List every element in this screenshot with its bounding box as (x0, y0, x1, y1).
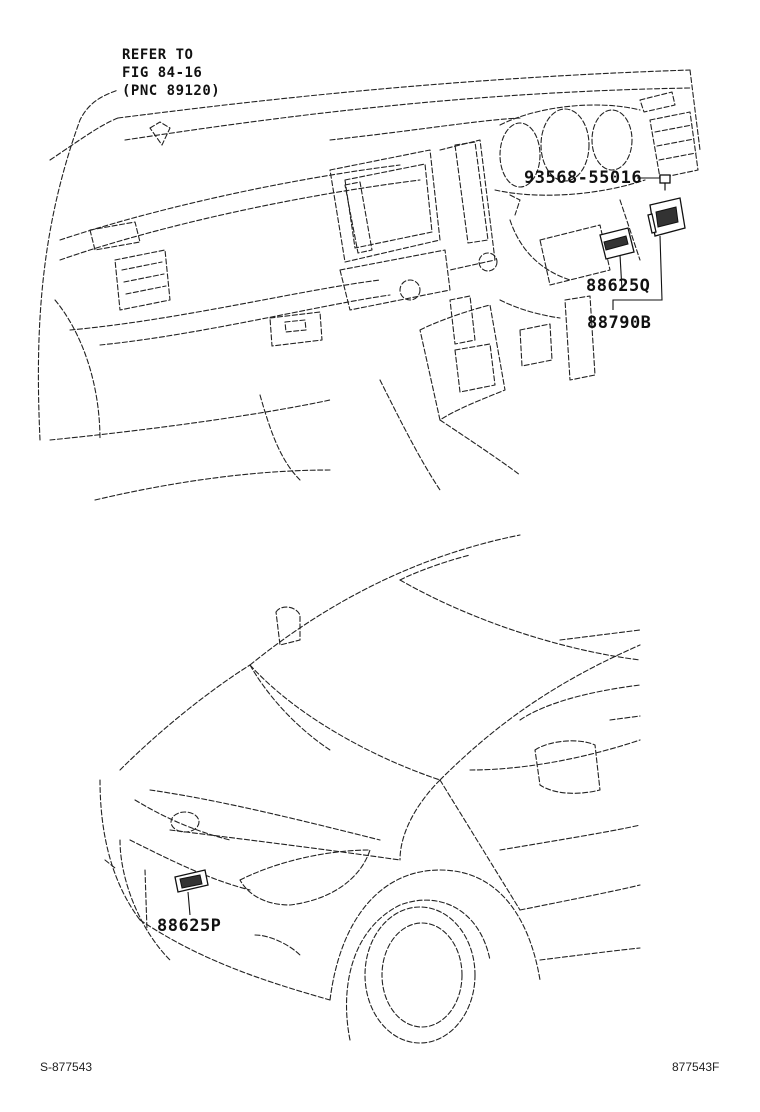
vehicle-drawing (99, 534, 641, 1044)
refer-note-line2: FIG 84-16 (122, 65, 203, 81)
leader-lines-bottom (187, 891, 191, 916)
refer-note-line1: REFER TO (122, 47, 194, 63)
sensor-front-part-illustration (174, 869, 209, 893)
part-number-amplifier[interactable]: 88790B (587, 313, 652, 333)
footer-right-code: 877543F (672, 1060, 720, 1074)
amplifier-part-illustration (647, 197, 686, 237)
refer-note-line3: (PNC 89120) (122, 83, 221, 99)
dashboard-drawing (37, 69, 701, 501)
part-number-bolt[interactable]: 93568-55016 (524, 168, 643, 188)
sensor-interior-part-illustration (599, 227, 635, 260)
part-number-sensor-interior[interactable]: 88625Q (586, 276, 651, 296)
bolt-part-illustration (659, 174, 671, 191)
leader-lines-top (612, 177, 663, 310)
part-number-sensor-front[interactable]: 88625P (157, 916, 222, 936)
footer-left-code: S-877543 (40, 1060, 93, 1074)
refer-note: REFER TO FIG 84-16 (PNC 89120) (122, 46, 220, 100)
